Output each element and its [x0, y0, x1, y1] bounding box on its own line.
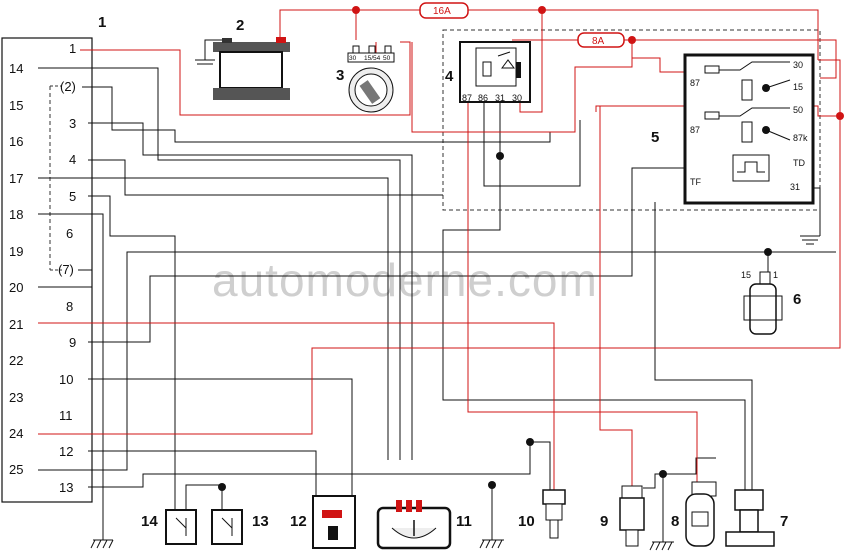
- ignition-pin-15-54: 15/54: [364, 55, 381, 62]
- ignition-pin-30: 30: [349, 55, 357, 62]
- pin-25: 25: [9, 462, 23, 477]
- module5-pin-31: 31: [790, 182, 800, 192]
- label-component-7: 7: [780, 513, 788, 530]
- pin-12: 12: [59, 444, 73, 459]
- module5-pin-30: 30: [793, 60, 803, 70]
- watermark: automoderne.com: [212, 254, 598, 306]
- control-module-5: [683, 53, 815, 205]
- module5-pin-87-a: 87: [690, 78, 700, 88]
- svg-text:16A: 16A: [433, 6, 451, 17]
- pin-21: 21: [9, 317, 23, 332]
- label-component-13: 13: [252, 513, 269, 530]
- pin-24: 24: [9, 426, 23, 441]
- relay-4: [459, 41, 531, 103]
- pin-16: 16: [9, 134, 23, 149]
- pin-7: (7): [58, 262, 74, 277]
- pin-8: 8: [66, 299, 73, 314]
- valve-9: [619, 485, 645, 547]
- label-component-10: 10: [518, 513, 535, 530]
- pin-10: 10: [59, 372, 73, 387]
- throttle-potentiometer-11: [376, 500, 452, 550]
- label-component-6: 6: [793, 291, 801, 308]
- pin-4: 4: [69, 152, 76, 167]
- pin-6: 6: [66, 226, 73, 241]
- pin-17: 17: [9, 171, 23, 186]
- label-component-5: 5: [651, 129, 659, 146]
- label-component-11: 11: [456, 513, 472, 530]
- label-component-1: 1: [98, 14, 106, 31]
- coil6-pin-15: 15: [741, 270, 751, 280]
- module5-pin-td: TD: [793, 158, 805, 168]
- fuse-8a: 8A: [577, 32, 625, 48]
- pin-19: 19: [9, 244, 23, 259]
- pin-2: (2): [60, 79, 76, 94]
- injector-7: [725, 489, 775, 547]
- module5-pin-87k: 87k: [793, 133, 808, 143]
- pin-14: 14: [9, 61, 23, 76]
- module5-pin-tf: TF: [690, 177, 701, 187]
- pin-13: 13: [59, 480, 73, 495]
- pin-5: 5: [69, 189, 76, 204]
- fuse-16a: 16A: [419, 2, 469, 19]
- coil6-pin-1: 1: [773, 270, 778, 280]
- module5-pin-15: 15: [793, 82, 803, 92]
- ground-symbol-5: [800, 235, 820, 245]
- module5-pin-87-b: 87: [690, 125, 700, 135]
- ignition-switch: [347, 45, 395, 113]
- relay4-pin-86: 86: [478, 93, 488, 103]
- module5-pin-50: 50: [793, 105, 803, 115]
- label-component-9: 9: [600, 513, 608, 530]
- ignition-pin-50: 50: [383, 55, 391, 62]
- label-component-2: 2: [236, 17, 244, 34]
- label-component-8: 8: [671, 513, 679, 530]
- sensor-12: [312, 495, 356, 549]
- pin-23: 23: [9, 390, 23, 405]
- ignition-coil-6: [743, 271, 783, 335]
- relay4-pin-87: 87: [462, 93, 472, 103]
- power-wires: [38, 9, 841, 492]
- sensor-8: [685, 481, 717, 547]
- temperature-sensor-10: [542, 489, 566, 539]
- pin-15: 15: [9, 98, 23, 113]
- pin-18: 18: [9, 207, 23, 222]
- relay4-pin-30: 30: [512, 93, 522, 103]
- pin-1: 1: [69, 41, 76, 56]
- label-component-14: 14: [141, 513, 158, 530]
- ground-symbol-10: [479, 539, 504, 549]
- pin-9: 9: [69, 335, 76, 350]
- battery: [195, 37, 290, 100]
- signal-wires: [38, 67, 836, 542]
- pin-20: 20: [9, 280, 23, 295]
- pin-22: 22: [9, 353, 23, 368]
- label-component-12: 12: [290, 513, 307, 530]
- junction-dots: [218, 6, 844, 491]
- pin-11: 11: [59, 408, 73, 423]
- ground-symbol-8: [649, 541, 674, 551]
- svg-text:8A: 8A: [592, 36, 605, 47]
- label-component-3: 3: [336, 67, 344, 84]
- pin-3: 3: [69, 116, 76, 131]
- switch-14: [165, 509, 197, 545]
- label-component-4: 4: [445, 68, 454, 85]
- ground-symbol-left: [90, 539, 114, 549]
- relay4-pin-31: 31: [495, 93, 505, 103]
- switch-13: [211, 509, 243, 545]
